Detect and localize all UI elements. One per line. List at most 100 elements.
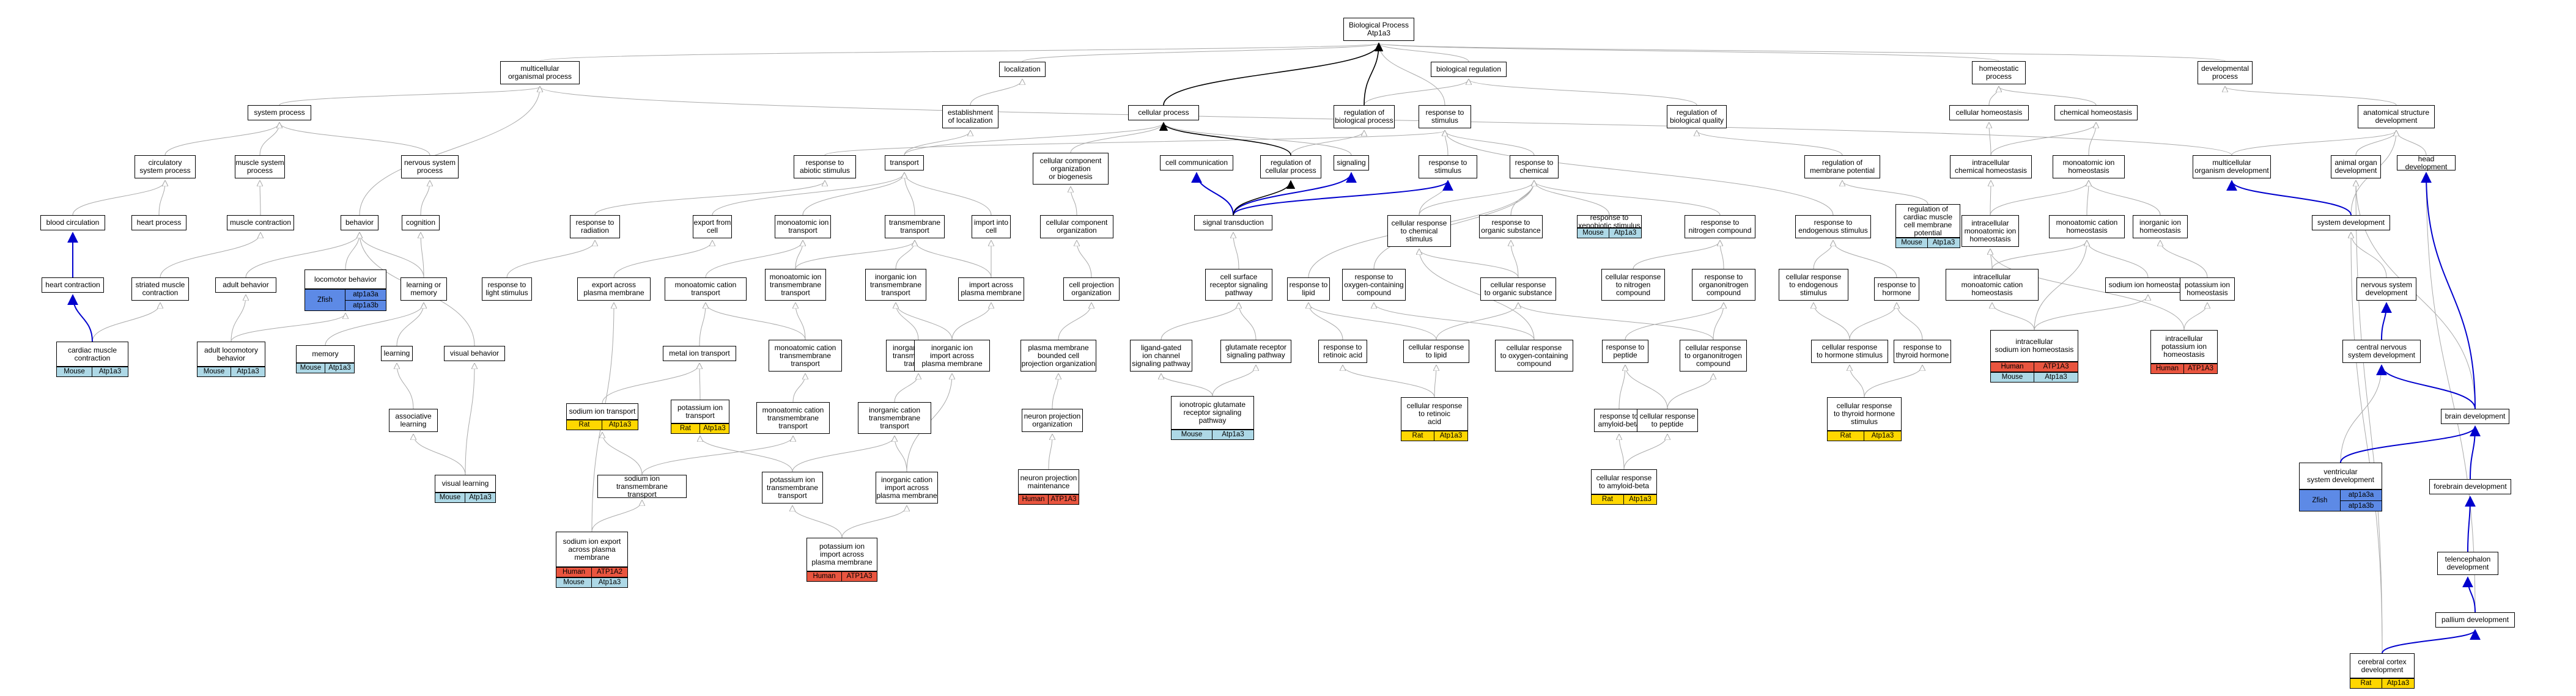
- go-term-crpeptide[interactable]: cellular response to peptide: [1637, 409, 1698, 432]
- go-term-ccorg[interactable]: cellular component organization: [1040, 215, 1113, 238]
- go-term-regbq[interactable]: regulation of biological quality: [1667, 105, 1727, 128]
- go-term-learnmem[interactable]: learning or memory: [400, 277, 447, 301]
- go-term-exportcell[interactable]: export from cell: [693, 215, 732, 238]
- go-term-crendo[interactable]: cellular response to endogenous stimulus: [1779, 269, 1848, 301]
- go-term-crnitro[interactable]: cellular response to nitrogen compound: [1601, 269, 1665, 301]
- go-term-asd[interactable]: anatomical structure development: [2358, 105, 2435, 128]
- go-term-rnitro[interactable]: response to nitrogen compound: [1685, 215, 1755, 238]
- go-term-rlight[interactable]: response to light stimulus: [482, 277, 532, 301]
- go-term-moncat[interactable]: monoatomic cation homeostasis: [2049, 215, 2125, 238]
- go-term-transport[interactable]: transport: [885, 155, 924, 170]
- go-term-sysp[interactable]: system process: [248, 105, 311, 120]
- go-term-rrad[interactable]: response to radiation: [570, 215, 620, 238]
- go-term-inorgcatimp[interactable]: inorganic cation import across plasma me…: [876, 472, 938, 504]
- go-term-roxy[interactable]: response to oxygen-containing compound: [1342, 269, 1406, 301]
- go-term-cellp[interactable]: cellular process: [1128, 105, 1199, 120]
- go-term-rthyroid[interactable]: response to thyroid hormone: [1894, 340, 1951, 363]
- go-term-heartcon[interactable]: heart contraction: [42, 277, 104, 293]
- go-term-rchem[interactable]: response to chemical: [1510, 155, 1559, 178]
- go-term-ligand[interactable]: ligand-gated ion channel signaling pathw…: [1130, 340, 1192, 372]
- go-term-crorgano[interactable]: cellular response to organonitrogen comp…: [1680, 340, 1747, 372]
- go-term-exportpm[interactable]: export across plasma membrane: [577, 277, 651, 301]
- go-term-nsd[interactable]: nervous system development: [2356, 277, 2416, 301]
- go-term-crchem[interactable]: cellular response to chemical stimulus: [1387, 215, 1451, 247]
- go-term-loc[interactable]: localization: [999, 62, 1046, 77]
- go-term-pmbcpo[interactable]: plasma membrane bounded cell projection …: [1020, 340, 1096, 372]
- go-term-mop[interactable]: multicellular organismal process: [500, 61, 580, 84]
- go-term-pallium[interactable]: pallium development: [2435, 612, 2515, 628]
- go-term-headdev[interactable]: head development: [2397, 155, 2456, 170]
- go-term-croxy[interactable]: cellular response to oxygen-containing c…: [1495, 340, 1573, 372]
- go-term-regcard[interactable]: regulation of cardiac muscle cell membra…: [1895, 204, 1960, 248]
- go-term-bloodcirc[interactable]: blood circulation: [40, 215, 105, 230]
- go-term-signaling[interactable]: signaling: [1334, 155, 1369, 170]
- go-term-regmp[interactable]: regulation of membrane potential: [1804, 155, 1880, 178]
- go-term-neuroproj[interactable]: neuron projection organization: [1022, 409, 1083, 432]
- go-term-monotm[interactable]: monoatomic ion transmembrane transport: [765, 269, 826, 301]
- go-term-cellhom[interactable]: cellular homeostasis: [1949, 105, 2029, 120]
- go-term-rlipid[interactable]: response to lipid: [1287, 277, 1330, 301]
- go-term-mcod[interactable]: multicellular organism development: [2193, 155, 2271, 178]
- go-term-inorghom[interactable]: inorganic ion homeostasis: [2133, 215, 2188, 238]
- go-term-rpeptide[interactable]: response to peptide: [1602, 340, 1648, 363]
- go-term-rorgano[interactable]: response to organonitrogen compound: [1692, 269, 1755, 301]
- go-term-regcp[interactable]: regulation of cellular process: [1260, 155, 1321, 178]
- go-term-cellproj[interactable]: cell projection organization: [1063, 277, 1120, 301]
- go-term-crorg[interactable]: cellular response to organic substance: [1480, 277, 1556, 301]
- go-term-devp[interactable]: developmental process: [2198, 61, 2253, 84]
- go-term-adultbeh[interactable]: adult behavior: [215, 277, 276, 293]
- go-term-inorgcattm2[interactable]: inorganic cation transmembrane transport: [858, 402, 931, 434]
- go-term-chemhom[interactable]: chemical homeostasis: [2054, 105, 2138, 120]
- go-term-aod[interactable]: animal organ development: [2331, 155, 2381, 178]
- go-term-ccob[interactable]: cellular component organization or bioge…: [1033, 153, 1109, 185]
- go-term-forebrain[interactable]: forebrain development: [2429, 479, 2511, 494]
- go-term-striated[interactable]: striated muscle contraction: [131, 277, 189, 301]
- go-term-circ[interactable]: circulatory system process: [135, 155, 196, 178]
- go-term-potimp[interactable]: potassium ion import across plasma membr…: [806, 538, 877, 582]
- go-term-moncattm2[interactable]: monoatomic cation transmembrane transpor…: [756, 402, 830, 434]
- go-term-crlipid[interactable]: cellular response to lipid: [1403, 340, 1469, 363]
- go-term-pothom[interactable]: potassium ion homeostasis: [2180, 277, 2235, 301]
- go-term-muscon[interactable]: muscle contraction: [227, 215, 294, 230]
- go-term-braindev[interactable]: brain development: [2441, 409, 2509, 424]
- go-term-bp[interactable]: Biological Process Atp1a3: [1343, 18, 1414, 41]
- go-term-inorgimp[interactable]: inorganic ion import across plasma membr…: [914, 340, 990, 372]
- go-term-learning[interactable]: learning: [381, 346, 413, 361]
- go-term-ramyloid[interactable]: response to amyloid-beta: [1594, 409, 1644, 432]
- go-term-sigtrans[interactable]: signal transduction: [1194, 215, 1272, 230]
- go-term-rstim[interactable]: response to stimulus: [1419, 105, 1471, 128]
- go-term-assoc[interactable]: associative learning: [389, 409, 438, 432]
- go-term-regbp[interactable]: regulation of biological process: [1334, 105, 1395, 128]
- go-term-monotrans[interactable]: monoatomic ion transport: [775, 215, 831, 238]
- go-term-tmtrans[interactable]: transmembrane transport: [885, 215, 945, 238]
- go-term-metaltr[interactable]: metal ion transport: [663, 346, 736, 361]
- go-term-cnsdev[interactable]: central nervous system development: [2342, 340, 2421, 363]
- go-term-icsodium[interactable]: intracellular monoatomic cation homeosta…: [1946, 269, 2039, 301]
- go-term-pottm[interactable]: potassium ion transmembrane transport: [762, 472, 823, 504]
- go-term-crthyroid[interactable]: cellular response to thyroid hormone sti…: [1827, 397, 1902, 441]
- go-term-importcell[interactable]: import into cell: [972, 215, 1011, 238]
- go-term-heartp[interactable]: heart process: [131, 215, 186, 230]
- go-term-visbeh[interactable]: visual behavior: [444, 346, 505, 361]
- go-term-cellsurf[interactable]: cell surface receptor signaling pathway: [1205, 269, 1272, 301]
- go-term-homp[interactable]: homeostatic process: [1972, 61, 2026, 84]
- go-term-rendo[interactable]: response to endogenous stimulus: [1795, 215, 1871, 238]
- go-term-telen[interactable]: telencephalon development: [2437, 552, 2498, 575]
- go-term-sodtm[interactable]: sodium ion transmembrane transport: [597, 474, 687, 498]
- go-term-eoloc[interactable]: establishment of localization: [942, 105, 998, 128]
- go-term-sodexp[interactable]: sodium ion export across plasma membrane…: [556, 532, 628, 588]
- go-term-cellcomm[interactable]: cell communication: [1160, 155, 1233, 170]
